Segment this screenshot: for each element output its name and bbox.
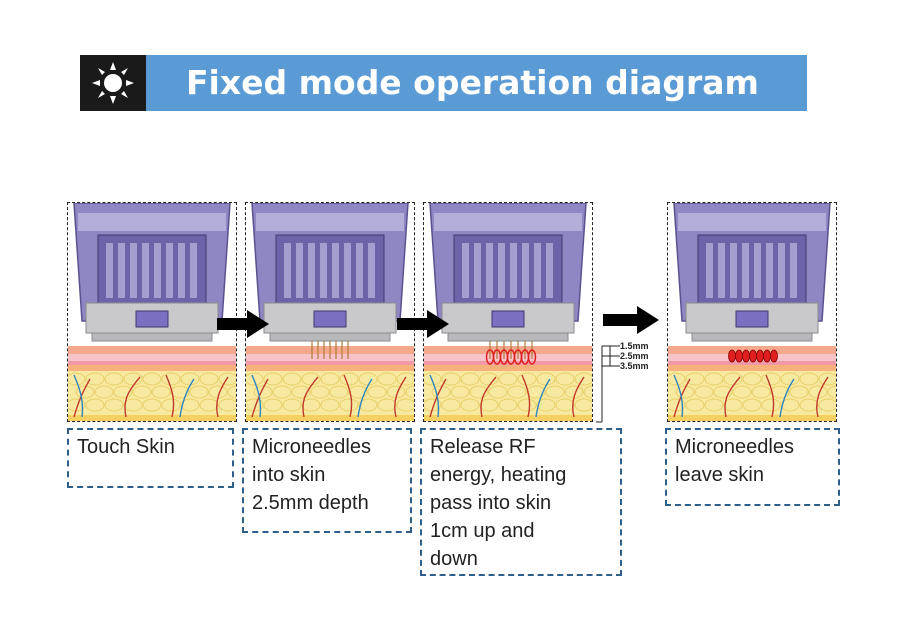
depth-label-2: 2.5mm (620, 351, 649, 361)
skin-cross-section (68, 346, 236, 421)
arrow-right-icon (217, 310, 269, 338)
step-1-illustration (67, 202, 237, 422)
microneedle-cartridge (673, 203, 831, 342)
sun-icon (92, 62, 134, 104)
skin-cross-section (246, 346, 414, 421)
arrow-right-icon (603, 306, 659, 334)
depth-label-1: 1.5mm (620, 341, 649, 351)
microneedle-cartridge (429, 203, 587, 342)
step-3-illustration (423, 202, 593, 422)
sun-icon-box (80, 55, 146, 111)
microneedle-cartridge (73, 203, 231, 342)
step-2-caption-text: Microneedles into skin 2.5mm depth (252, 436, 371, 514)
diagram-title: Fixed mode operation diagram (186, 63, 759, 102)
step-2-caption: Microneedles into skin 2.5mm depth (242, 428, 412, 533)
step-4-caption: Microneedles leave skin (665, 428, 840, 506)
step-2-illustration (245, 202, 415, 422)
microneedles (311, 341, 349, 359)
step-4-caption-text: Microneedles leave skin (675, 436, 794, 486)
depth-scale-bracket (596, 345, 620, 423)
diagram-header: Fixed mode operation diagram (80, 55, 807, 111)
step-1-caption: Touch Skin (67, 428, 234, 488)
step-1-caption-text: Touch Skin (77, 436, 175, 458)
step-4-illustration (667, 202, 837, 422)
skin-cross-section (424, 346, 592, 421)
title-band (146, 55, 807, 111)
microneedle-cartridge (251, 203, 409, 342)
step-3-caption-text: Release RF energy, heating pass into ski… (430, 436, 567, 570)
depth-label-3: 3.5mm (620, 361, 649, 371)
arrow-right-icon (397, 310, 449, 338)
rf-heating-zones (485, 341, 537, 365)
heated-zones (728, 349, 778, 363)
step-3-caption: Release RF energy, heating pass into ski… (420, 428, 622, 576)
